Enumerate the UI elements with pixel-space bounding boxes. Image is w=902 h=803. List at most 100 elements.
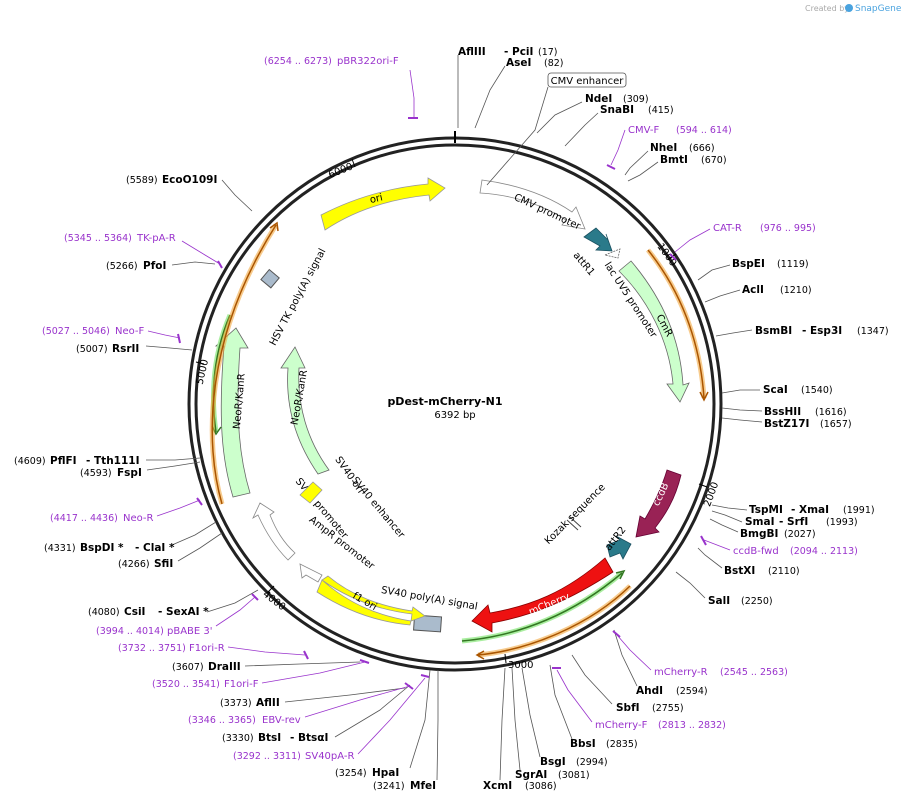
svg-text:(1119): (1119) — [777, 259, 809, 270]
svg-text:BstZ17I: BstZ17I — [764, 418, 809, 430]
feature-kozak: Kozak sequence — [543, 482, 608, 547]
svg-text:RsrII: RsrII — [112, 343, 139, 355]
feature-sv40-enhancer: SV40 enhancer — [349, 475, 407, 541]
svg-text:DraIII: DraIII — [208, 661, 241, 673]
enzyme-draiii: (3607)DraIII — [172, 661, 361, 673]
svg-text:TK-pA-R: TK-pA-R — [136, 233, 176, 244]
enzyme-pfoi: (5266)PfoI — [106, 260, 216, 272]
feature-ccdb: ccdB — [635, 469, 682, 538]
cmv-enhancer-box — [547, 72, 627, 88]
svg-text:BsgI: BsgI — [540, 756, 566, 768]
snapgene-brand: SnapGene — [855, 4, 902, 14]
enzyme-sfii: (4266)SfiI — [118, 532, 223, 570]
primer-f1ori-f: (3520 .. 3541)F1ori-F — [152, 659, 370, 690]
svg-text:(2545 .. 2563): (2545 .. 2563) — [720, 667, 788, 678]
svg-text:- SexAI *: - SexAI * — [158, 606, 209, 618]
enzyme-bmti: BmtI (670) — [627, 154, 727, 182]
svg-text:(309): (309) — [623, 94, 649, 105]
svg-text:Neo-F: Neo-F — [115, 326, 145, 337]
feature-hsv-tk-polya: HSV TK poly(A) signal — [260, 247, 328, 348]
svg-text:SmaI: SmaI — [745, 516, 775, 528]
svg-text:(17): (17) — [538, 47, 558, 58]
enzyme-mfei: (3241)MfeI — [373, 670, 439, 792]
svg-text:BspDI *: BspDI * — [80, 542, 124, 554]
svg-text:(5345 .. 5364): (5345 .. 5364) — [64, 233, 132, 244]
svg-text:(3373): (3373) — [220, 698, 252, 709]
enzyme-sali: SalI(2250) — [675, 571, 773, 607]
svg-text:BmtI: BmtI — [660, 154, 688, 166]
enzyme-btsi: (3330)BtsI- BtsαI — [222, 684, 411, 744]
svg-text:AseI: AseI — [506, 57, 531, 69]
svg-text:Neo-R: Neo-R — [123, 513, 154, 524]
enzyme-afliii: AflIII- PciI(17) — [457, 46, 558, 128]
enzyme-bmgbi: BmgBI(2027) — [709, 518, 816, 540]
svg-text:SalI: SalI — [708, 595, 730, 607]
svg-text:(5266): (5266) — [106, 261, 138, 272]
svg-text:CAT-R: CAT-R — [713, 223, 742, 234]
svg-text:(5007): (5007) — [76, 344, 108, 355]
svg-text:EcoO109I: EcoO109I — [162, 174, 217, 186]
svg-text:(2994): (2994) — [576, 757, 608, 768]
enzyme-sbfi: SbfI(2755) — [571, 654, 684, 714]
plasmid-length: 6392 bp — [434, 410, 475, 421]
svg-text:AclI: AclI — [742, 284, 764, 296]
enzyme-aflii: (3373)AflII — [220, 687, 406, 709]
svg-text:BssHII: BssHII — [764, 406, 801, 418]
enzyme-scai: ScaI(1540) — [721, 384, 833, 396]
svg-text:Kozak sequence: Kozak sequence — [543, 482, 608, 547]
primer-sv40pa-r: (3292 .. 3311)SV40pA-R — [233, 674, 430, 762]
feature-neor-outer: NeoR/KanR — [214, 327, 251, 498]
svg-text:(4417 .. 4436): (4417 .. 4436) — [50, 513, 118, 524]
feature-cat-orange — [646, 248, 709, 402]
svg-text:mCherry-F: mCherry-F — [595, 720, 648, 731]
svg-text:(1993): (1993) — [826, 517, 858, 528]
enzyme-bsmbi: BsmBI- Esp3I(1347) — [715, 325, 889, 337]
svg-text:(1347): (1347) — [857, 326, 889, 337]
enzyme-sgrai: SgrAI(3081) — [511, 667, 590, 781]
enzyme-pflfi: (4609) PflFI - Tth111I — [14, 455, 201, 467]
enzyme-bstxi: BstXI (2110) — [697, 547, 800, 577]
cmv-enhancer-label: CMV enhancer — [551, 76, 625, 87]
svg-text:(5589): (5589) — [126, 175, 158, 186]
svg-text:TspMI: TspMI — [749, 504, 783, 516]
svg-text:(3330): (3330) — [222, 733, 254, 744]
primer-pbr322ori-f: (6254 .. 6273)pBR322ori-F — [264, 56, 418, 119]
svg-text:4000: 4000 — [260, 589, 287, 613]
svg-text:SgrAI: SgrAI — [515, 769, 547, 781]
enzyme-smai: SmaI- SrfI(1993) — [711, 510, 858, 528]
svg-text:(3292 .. 3311): (3292 .. 3311) — [233, 751, 301, 762]
enzyme-rsrii: (5007) RsrII — [76, 343, 193, 355]
enzyme-ecoo109i: (5589) EcoO109I — [126, 174, 253, 212]
svg-text:(3994 .. 4014): (3994 .. 4014) — [96, 626, 164, 637]
svg-text:BstXI: BstXI — [724, 565, 755, 577]
enzyme-bspdi: (4331)BspDI *- ClaI * — [44, 521, 217, 554]
created-by-text: Created by — [805, 4, 849, 13]
svg-text:(6254 .. 6273): (6254 .. 6273) — [264, 56, 332, 67]
svg-text:(670): (670) — [701, 155, 727, 166]
svg-text:HpaI: HpaI — [372, 767, 399, 779]
svg-text:- BtsαI: - BtsαI — [290, 732, 328, 744]
svg-text:(2110): (2110) — [768, 566, 800, 577]
snapgene-logo — [845, 4, 853, 12]
primer-mcherry-r: mCherry-R (2545 .. 2563) — [612, 630, 788, 678]
feature-mcherry-orange — [475, 584, 632, 660]
scale-3000: 3000 — [504, 653, 533, 671]
svg-text:(2027): (2027) — [784, 529, 816, 540]
svg-text:NheI: NheI — [650, 142, 677, 154]
svg-text:PflFI: PflFI — [50, 455, 77, 467]
svg-text:ScaI: ScaI — [763, 384, 788, 396]
svg-text:(3254): (3254) — [335, 768, 367, 779]
svg-text:(594 .. 614): (594 .. 614) — [676, 125, 732, 136]
svg-text:(4609): (4609) — [14, 456, 46, 467]
primer-cmv-f: CMV-F(594 .. 614) — [606, 125, 732, 170]
enzyme-xcmi: XcmI(3086) — [483, 667, 557, 792]
primer-mcherry-f: mCherry-F(2813 .. 2832) — [552, 667, 726, 731]
enzyme-hpai: (3254) HpaI — [335, 669, 431, 779]
svg-text:MfeI: MfeI — [410, 780, 436, 792]
feature-ori: ori — [320, 177, 446, 231]
scale-5000: 5000 — [195, 358, 211, 385]
svg-text:- Tth111I: - Tth111I — [86, 455, 140, 467]
enzyme-fspi: (4593)FspI — [80, 461, 201, 479]
svg-text:mCherry-R: mCherry-R — [654, 667, 708, 678]
svg-text:BsmBI: BsmBI — [755, 325, 792, 337]
